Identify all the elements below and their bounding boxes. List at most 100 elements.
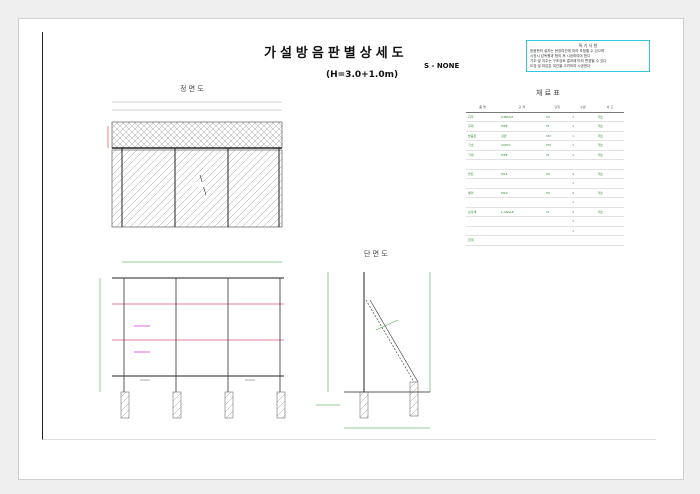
drawing-frame <box>42 32 656 440</box>
section-view-label: 단 면 도 <box>364 250 388 258</box>
table-cell: 지주 <box>466 112 500 122</box>
col-header: 품 명 <box>466 103 500 113</box>
note-line: 도장 및 마감은 미관을 고려하여 시공한다 <box>530 64 591 68</box>
table-cell: EA <box>544 169 571 179</box>
table-cell <box>466 178 500 189</box>
special-note-box: 특 기 사 항 방음판의 설치는 현장여건에 따라 조정할 수 있으며 시공시 … <box>526 40 650 72</box>
table-row <box>466 159 624 170</box>
table-cell <box>595 159 624 170</box>
drawing-subtitle: (H=3.0+1.0m) <box>326 70 399 80</box>
table-cell <box>595 226 624 236</box>
table-row: 1 <box>466 197 624 208</box>
table-cell: H-BEAM <box>499 112 545 122</box>
col-header: 단위 <box>544 103 571 113</box>
table-cell: 합계 <box>466 235 500 246</box>
table-row: 합계 <box>466 235 624 246</box>
table-cell: 1 <box>570 207 596 217</box>
table-cell <box>595 216 624 227</box>
table-cell: M16 <box>499 169 545 179</box>
table-cell: 1 <box>570 121 596 132</box>
table-cell: 기초 <box>466 140 500 151</box>
table-row: 1 <box>466 178 624 189</box>
table-cell: 개소 <box>595 207 624 217</box>
drawing-scale: S - NONE <box>424 62 460 70</box>
table-cell <box>466 226 500 236</box>
table-cell <box>544 197 571 208</box>
table-cell: 1 <box>570 150 596 160</box>
table-cell: 1 <box>570 216 596 227</box>
table-cell <box>544 178 571 189</box>
table-cell: 볼트 <box>466 169 500 179</box>
table-header-row: 품 명 규 격 단위 수량 비 고 <box>466 103 624 113</box>
table-cell: 1 <box>570 226 596 236</box>
table-cell: 강판 <box>499 131 545 141</box>
table-cell: 개소 <box>595 112 624 122</box>
col-header: 규 격 <box>499 103 545 113</box>
table-cell: M3 <box>544 140 571 151</box>
table-cell <box>595 197 624 208</box>
table-cell: 가새 <box>466 150 500 160</box>
table-cell: 개소 <box>595 150 624 160</box>
table-cell <box>595 235 624 246</box>
table-cell <box>499 178 545 189</box>
table-cell <box>570 159 596 170</box>
col-header: 비 고 <box>595 103 624 113</box>
table-cell: 1 <box>570 140 596 151</box>
table-cell: M20 <box>499 188 545 198</box>
table-cell: 4 <box>570 188 596 198</box>
table-cell: M <box>544 121 571 132</box>
section-drawing <box>316 272 431 429</box>
table-row: 1 <box>466 216 624 227</box>
table-cell <box>466 197 500 208</box>
table-cell: CON'C <box>499 140 545 151</box>
table-cell <box>544 235 571 246</box>
note-title: 특 기 사 항 <box>578 43 598 48</box>
table-cell <box>499 235 545 246</box>
table-cell: 개소 <box>595 169 624 179</box>
note-line: 방음판의 설치는 현장여건에 따라 조정할 수 있으며 <box>530 49 605 53</box>
elevation-view-label: 정 면 도 <box>180 85 204 93</box>
table-cell: EA <box>544 112 571 122</box>
table-cell: 방음판 <box>466 131 500 141</box>
table-cell: 앵커 <box>466 188 500 198</box>
table-cell: 1 <box>570 178 596 189</box>
table-cell: M <box>544 150 571 160</box>
table-cell: 1 <box>570 112 596 122</box>
table-cell <box>595 178 624 189</box>
note-line: 기초 및 지주는 구조검토 결과에 따라 변경될 수 있다 <box>530 59 607 63</box>
table-cell: PIPE <box>499 121 545 132</box>
materials-table-label: 재 료 표 <box>536 89 560 97</box>
table-cell <box>499 197 545 208</box>
table-row: 1 <box>466 226 624 236</box>
table-cell <box>499 159 545 170</box>
drawing-title: 가설방음판별상세도 <box>264 46 408 61</box>
table-cell: 4 <box>570 169 596 179</box>
lower-elevation-drawing <box>99 261 286 419</box>
table-cell <box>544 226 571 236</box>
upper-elevation-drawing <box>107 101 283 228</box>
table-cell <box>570 235 596 246</box>
table-cell <box>544 159 571 170</box>
table-cell: 개소 <box>595 121 624 132</box>
table-cell <box>466 159 500 170</box>
table-cell: 횡대 <box>466 121 500 132</box>
table-cell: PIPE <box>499 150 545 160</box>
table-cell: L-ANGLE <box>499 207 545 217</box>
table-cell: 1 <box>570 131 596 141</box>
table-cell: M2 <box>544 131 571 141</box>
table-cell <box>499 216 545 227</box>
col-header: 수량 <box>570 103 596 113</box>
table-cell: 개소 <box>595 140 624 151</box>
table-cell <box>499 226 545 236</box>
table-cell <box>466 216 500 227</box>
table-cell: 보강재 <box>466 207 500 217</box>
